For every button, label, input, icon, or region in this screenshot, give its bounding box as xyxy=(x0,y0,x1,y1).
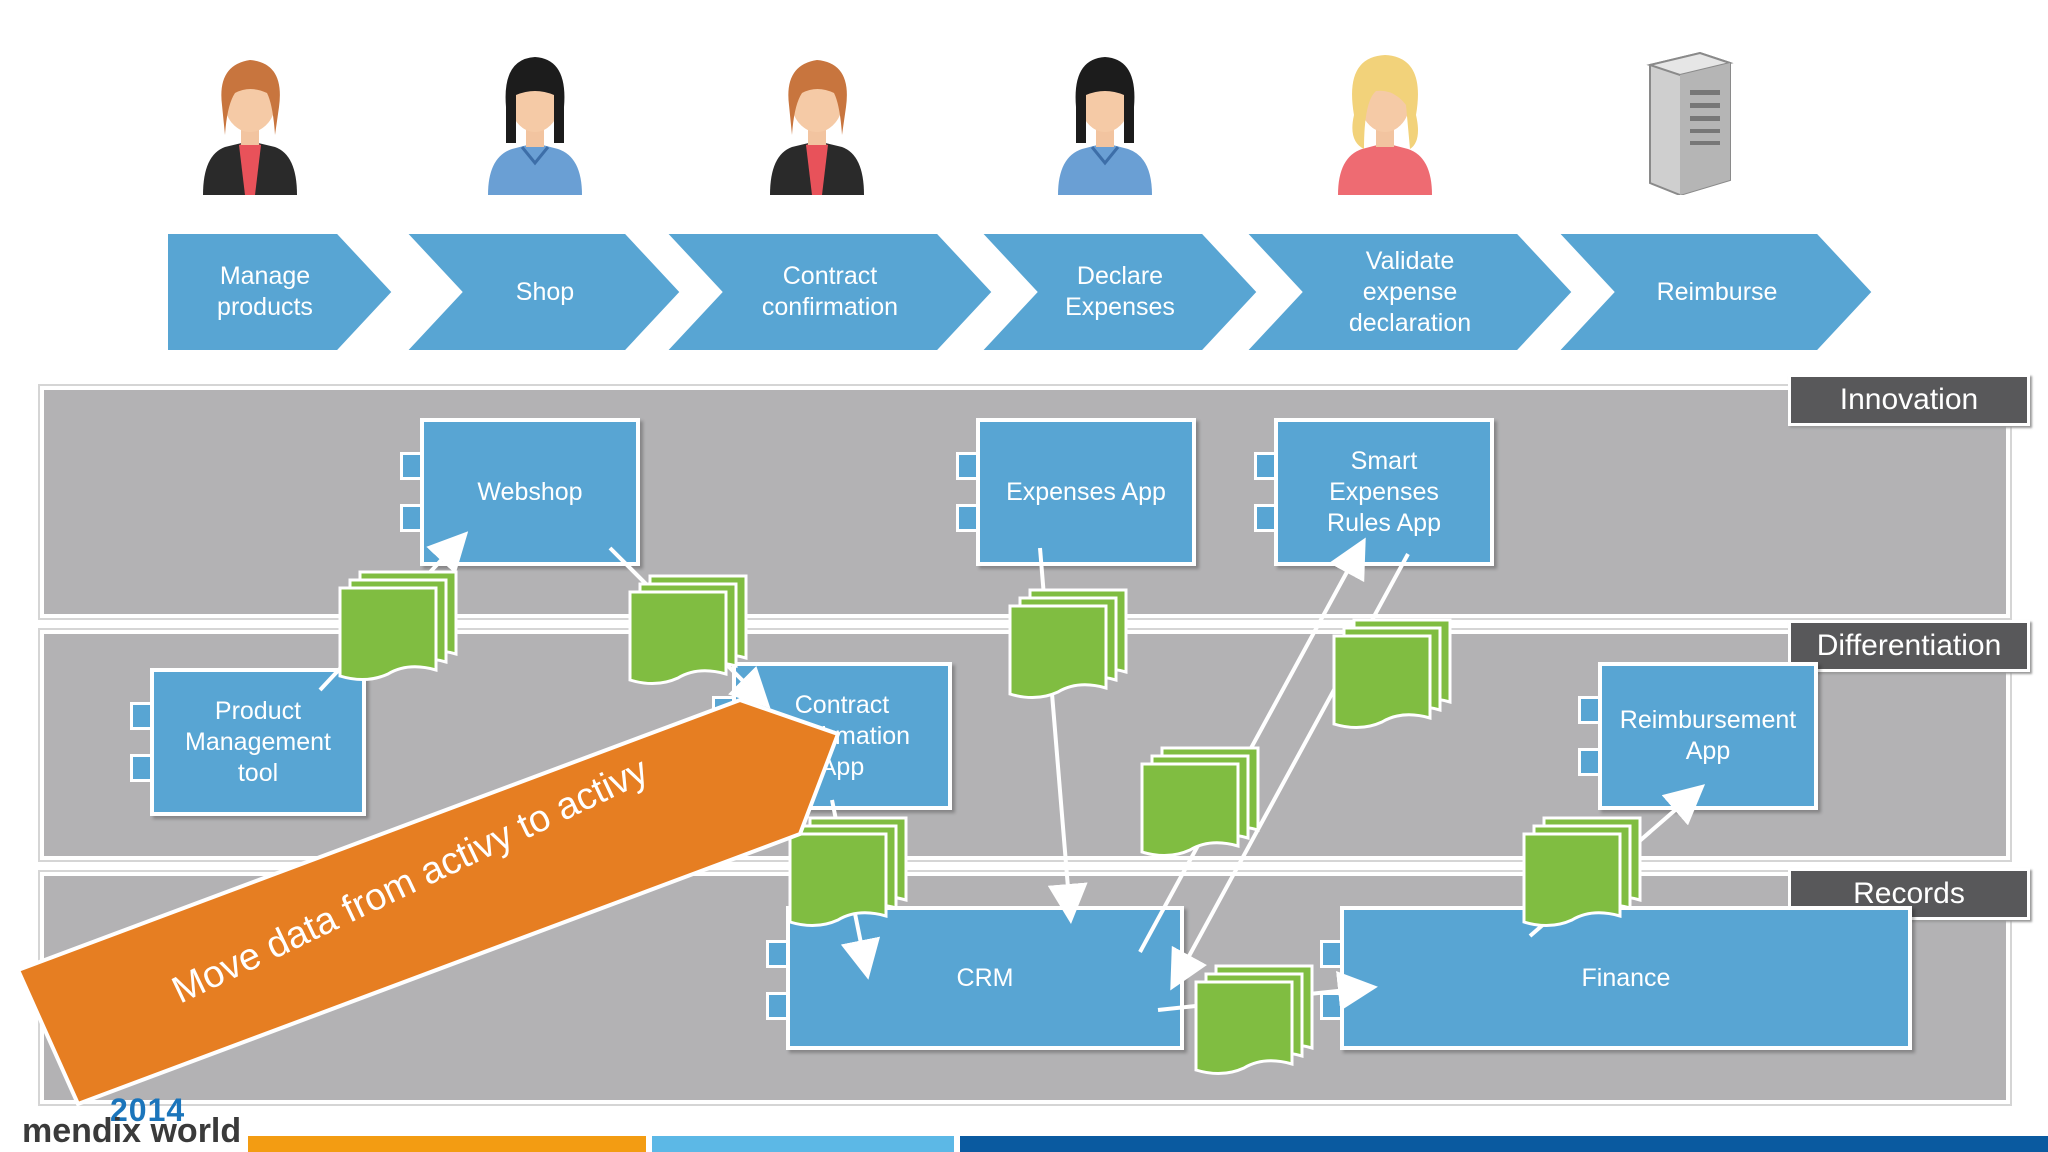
component-label: Reimbursement App xyxy=(1598,662,1818,810)
component-label: Product Management tool xyxy=(150,668,366,816)
component-label: Smart Expenses Rules App xyxy=(1274,418,1494,566)
process-step-label: Manage products xyxy=(217,262,313,321)
footer-bar-dark-blue xyxy=(960,1136,2048,1152)
component-webshop: Webshop xyxy=(400,418,640,566)
process-step-label: Contract confirmation xyxy=(761,262,899,321)
process-step-manage-products xyxy=(164,230,397,354)
lane-tag-innovation: Innovation xyxy=(1788,374,2030,426)
woman-blue-icon xyxy=(488,57,582,195)
woman-blue-icon xyxy=(1058,57,1152,195)
component-reimbursement-app: Reimbursement App xyxy=(1578,662,1818,810)
process-step-reimburse xyxy=(1552,230,1877,354)
component-label: Expenses App xyxy=(976,418,1196,566)
process-step-label: Shop xyxy=(515,277,575,306)
process-step-label: Declare Expenses xyxy=(1065,262,1175,321)
businesswoman-red-icon xyxy=(770,60,864,195)
process-step-label: Validate expense declaration xyxy=(1348,246,1472,337)
logo-name: mendix world xyxy=(22,1112,242,1150)
component-expenses-app: Expenses App xyxy=(956,418,1196,566)
process-step-shop xyxy=(400,230,685,354)
process-step-declare-expenses xyxy=(975,230,1262,354)
component-product-management-tool: Product Management tool xyxy=(130,668,366,816)
businesswoman-red-icon xyxy=(203,60,297,195)
process-step-contract-confirmation xyxy=(660,230,997,354)
footer-bar-light-blue xyxy=(652,1136,954,1152)
lane-tag-differentiation: Differentiation xyxy=(1788,620,2030,672)
footer-bar-orange xyxy=(248,1136,646,1152)
component-label: Webshop xyxy=(420,418,640,566)
blonde-woman-pink-icon xyxy=(1338,55,1432,195)
process-step-label: Reimburse xyxy=(1656,277,1778,306)
server-icon xyxy=(1646,51,1734,195)
logo-year: 2014 xyxy=(110,1092,186,1128)
process-step-validate-expense-declaration xyxy=(1240,230,1577,354)
component-smart-expenses-rules-app: Smart Expenses Rules App xyxy=(1254,418,1494,566)
